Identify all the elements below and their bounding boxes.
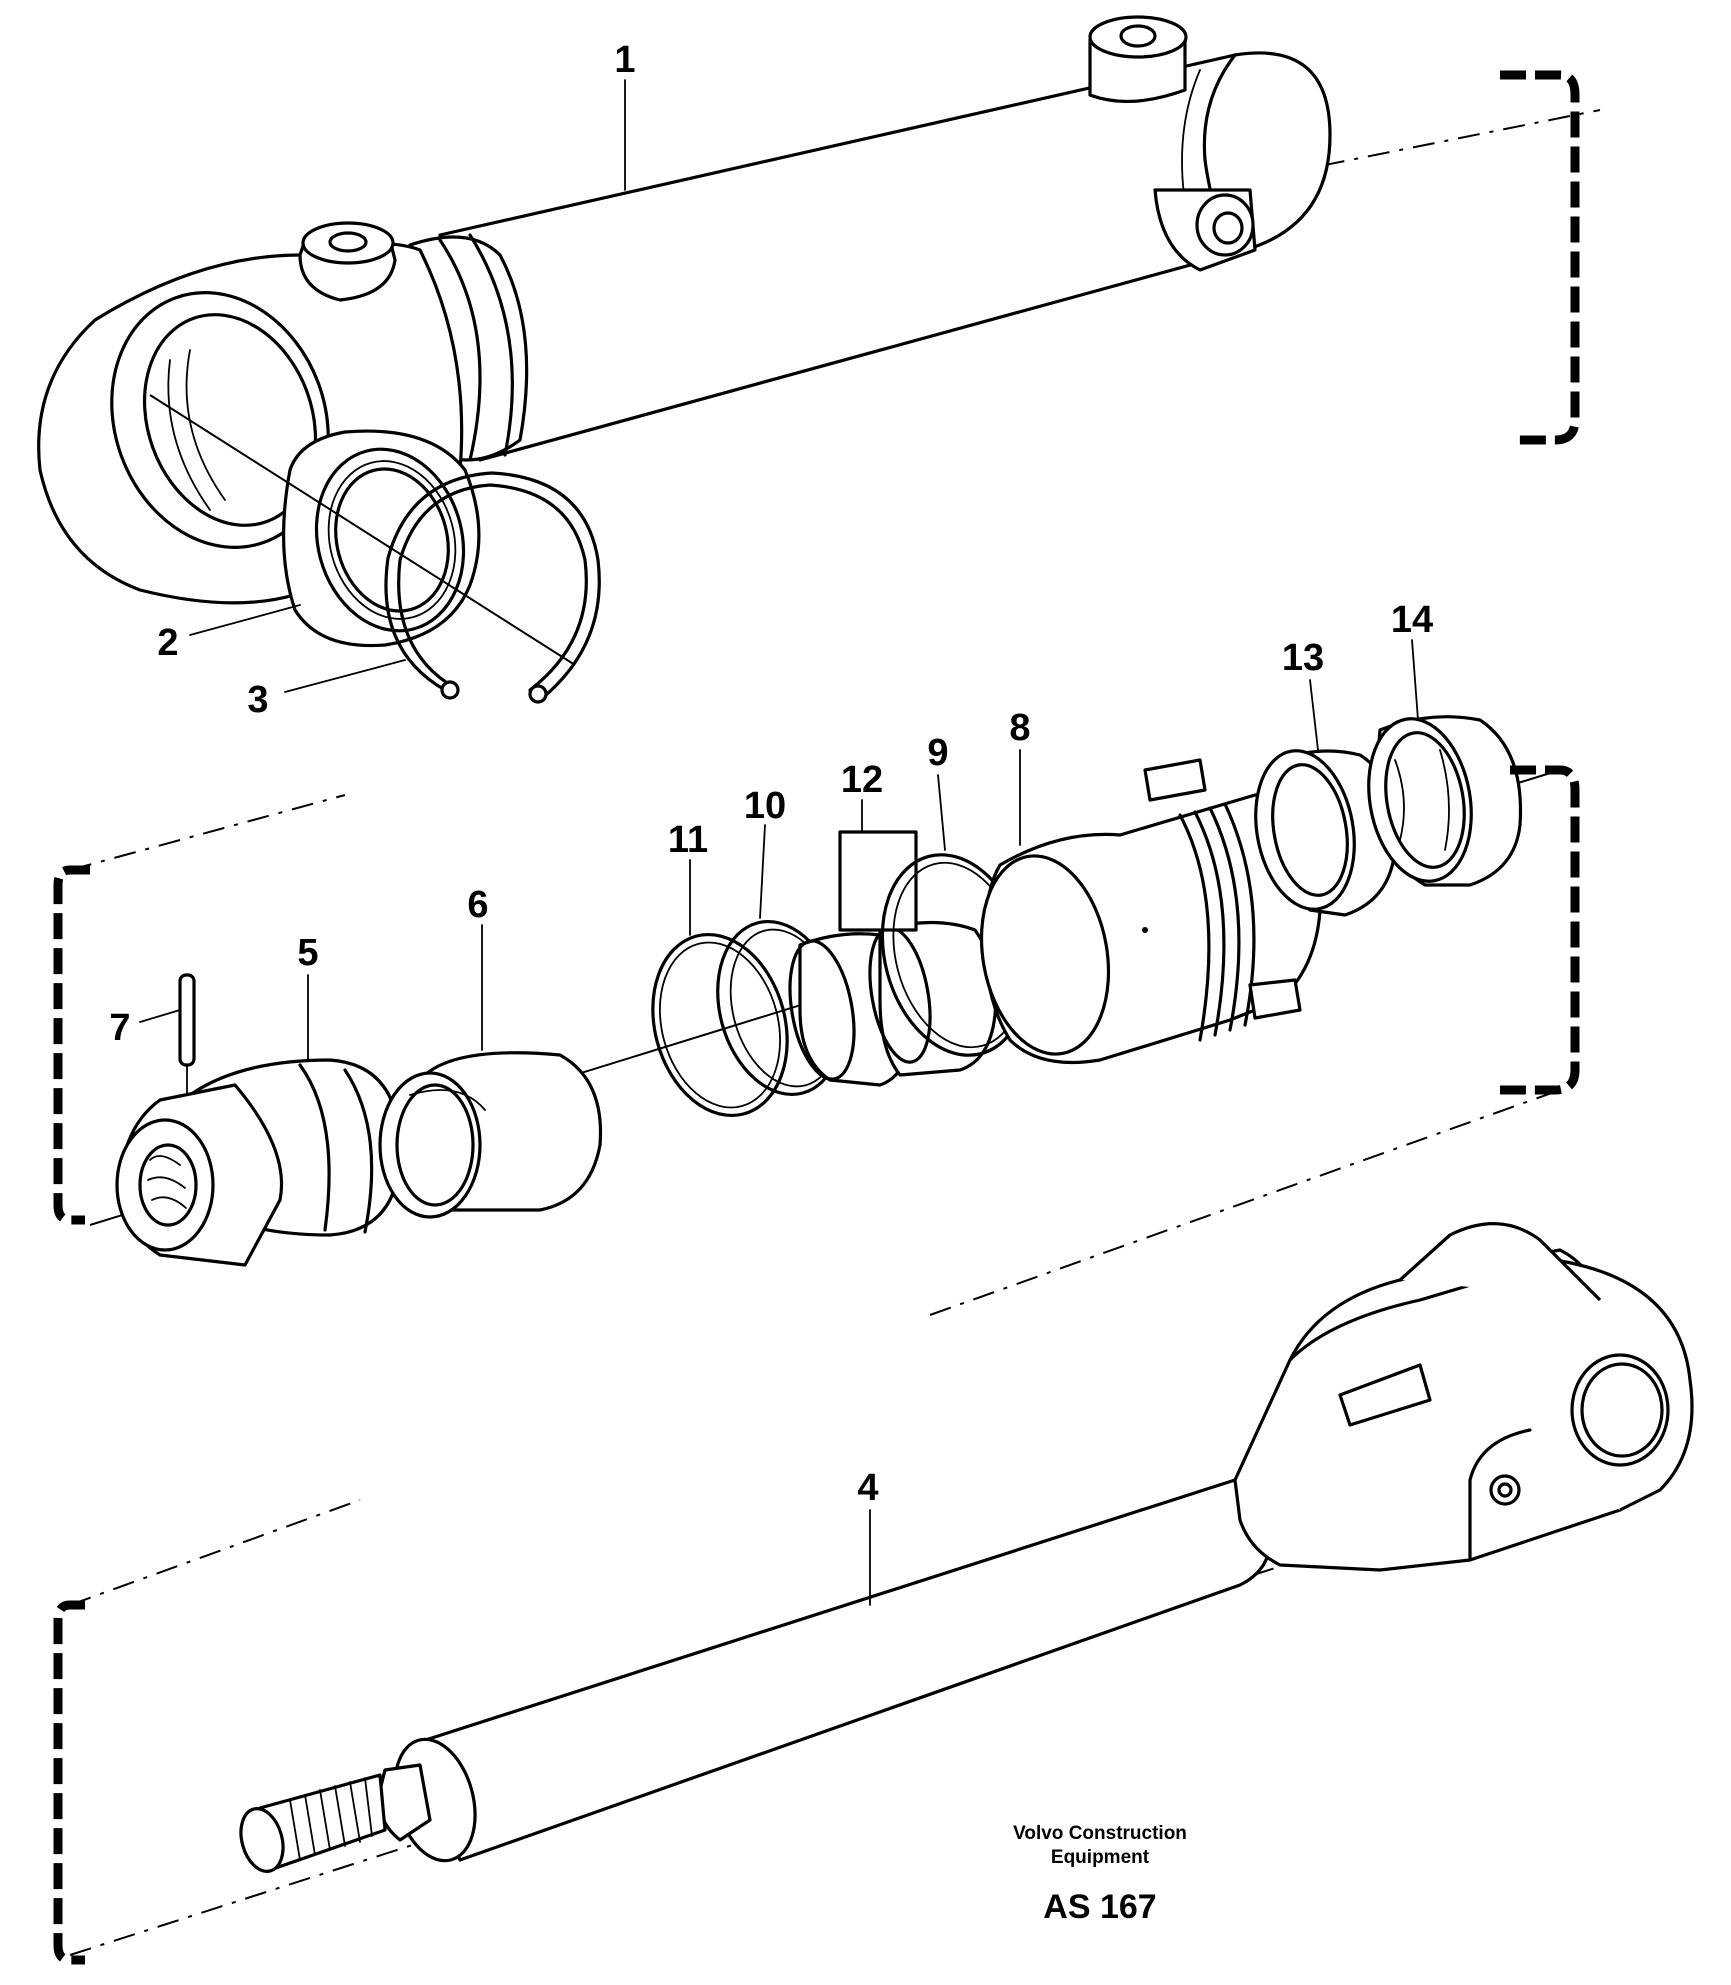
organization-caption: Volvo Construction Equipment	[1013, 1823, 1187, 1868]
callout-9: 9	[927, 732, 948, 774]
cylinder-head	[115, 1058, 402, 1267]
drawing-code: AS 167	[1043, 1888, 1157, 1926]
callout-5: 5	[297, 932, 318, 974]
callout-4: 4	[857, 1467, 878, 1509]
callout-12: 12	[841, 759, 883, 801]
wiper-ring	[1367, 715, 1523, 887]
spherical-bearing	[281, 429, 481, 648]
piston	[979, 758, 1323, 1065]
callout-8: 8	[1009, 707, 1030, 749]
callout-leaders	[139, 79, 1419, 1606]
callout-11: 11	[668, 819, 708, 861]
callout-labels: 1 2 3 4 5 6 7 8 9 10 11 12 13 14	[109, 39, 1433, 1509]
callout-1: 1	[614, 39, 635, 81]
callout-14: 14	[1391, 599, 1433, 641]
callout-6: 6	[467, 884, 488, 926]
piston-bracket	[1500, 765, 1580, 1095]
callout-10: 10	[744, 785, 786, 827]
callout-13: 13	[1282, 637, 1324, 679]
circlip	[384, 471, 601, 704]
o-ring	[651, 932, 789, 1118]
callout-2: 2	[157, 622, 178, 664]
tube-bracket	[1500, 70, 1580, 445]
guide-sleeve	[378, 1051, 603, 1219]
cylinder-tube	[37, 15, 1601, 605]
callout-7: 7	[109, 1007, 130, 1049]
piston-rod	[69, 1222, 1694, 1956]
piston-seal	[788, 830, 998, 1087]
rod-bracket	[53, 1600, 85, 1965]
callout-3: 3	[247, 679, 268, 721]
